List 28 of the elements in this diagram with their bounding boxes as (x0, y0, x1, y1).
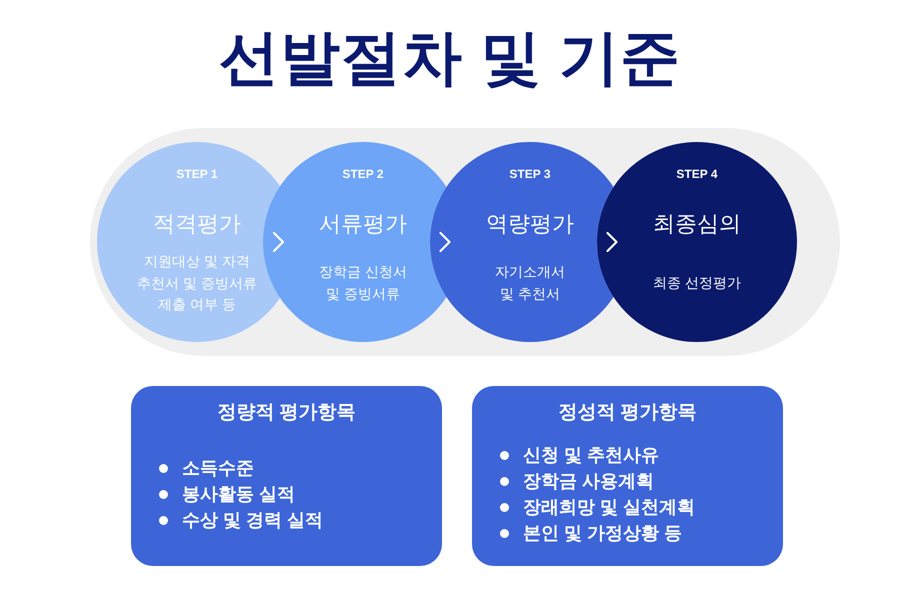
step-title: 서류평가 (319, 210, 407, 238)
step-label: STEP 4 (676, 167, 718, 181)
list-item: 소득수준 (182, 457, 254, 480)
list-item: 장래희망 및 실천계획 (523, 496, 696, 519)
list-item: 신청 및 추천사유 (523, 444, 660, 467)
box-heading: 정량적 평가항목 (217, 401, 356, 425)
step-label: STEP 2 (342, 167, 384, 181)
title: 선발절차 및 기준 (218, 23, 682, 93)
step-title: 적격평가 (153, 210, 241, 238)
chevron-arrow (272, 232, 284, 252)
list-item: 장학금 사용계획 (523, 470, 654, 493)
list-item: 봉사활동 실적 (182, 483, 296, 506)
step-description: 자기소개서 및 추천서 (494, 262, 566, 303)
step-title: 최종심의 (653, 210, 741, 238)
criteria-box (472, 386, 783, 566)
chevron-arrow (606, 232, 618, 252)
chevron-arrow (439, 232, 451, 252)
step-circle (597, 142, 797, 342)
step-title: 역량평가 (486, 210, 574, 238)
step-label: STEP 1 (176, 167, 218, 181)
criteria-box (131, 386, 442, 566)
step-description: 장학금 신청서 및 증빙서류 (318, 262, 408, 303)
step-label: STEP 3 (509, 167, 551, 181)
list-item: 본인 및 가정상황 등 (523, 522, 682, 545)
step-description: 지원대상 및 자격 추천서 및 증빙서류 제출 여부 등 (136, 252, 258, 314)
box-heading: 정성적 평가항목 (558, 401, 697, 425)
list-item: 수상 및 경력 실적 (182, 509, 324, 532)
step-description: 최종 선정평가 (652, 273, 742, 292)
